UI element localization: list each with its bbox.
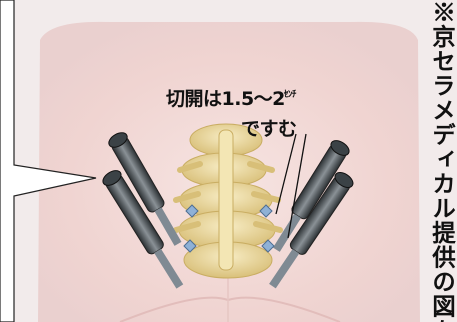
incision-caption-line1: 切開は1.5～2ｾﾝﾁ [166,84,296,111]
incision-caption-line2: ですむ [241,114,297,141]
source-note: ※京セラメディカル提供の図を基に作成 [427,0,457,322]
